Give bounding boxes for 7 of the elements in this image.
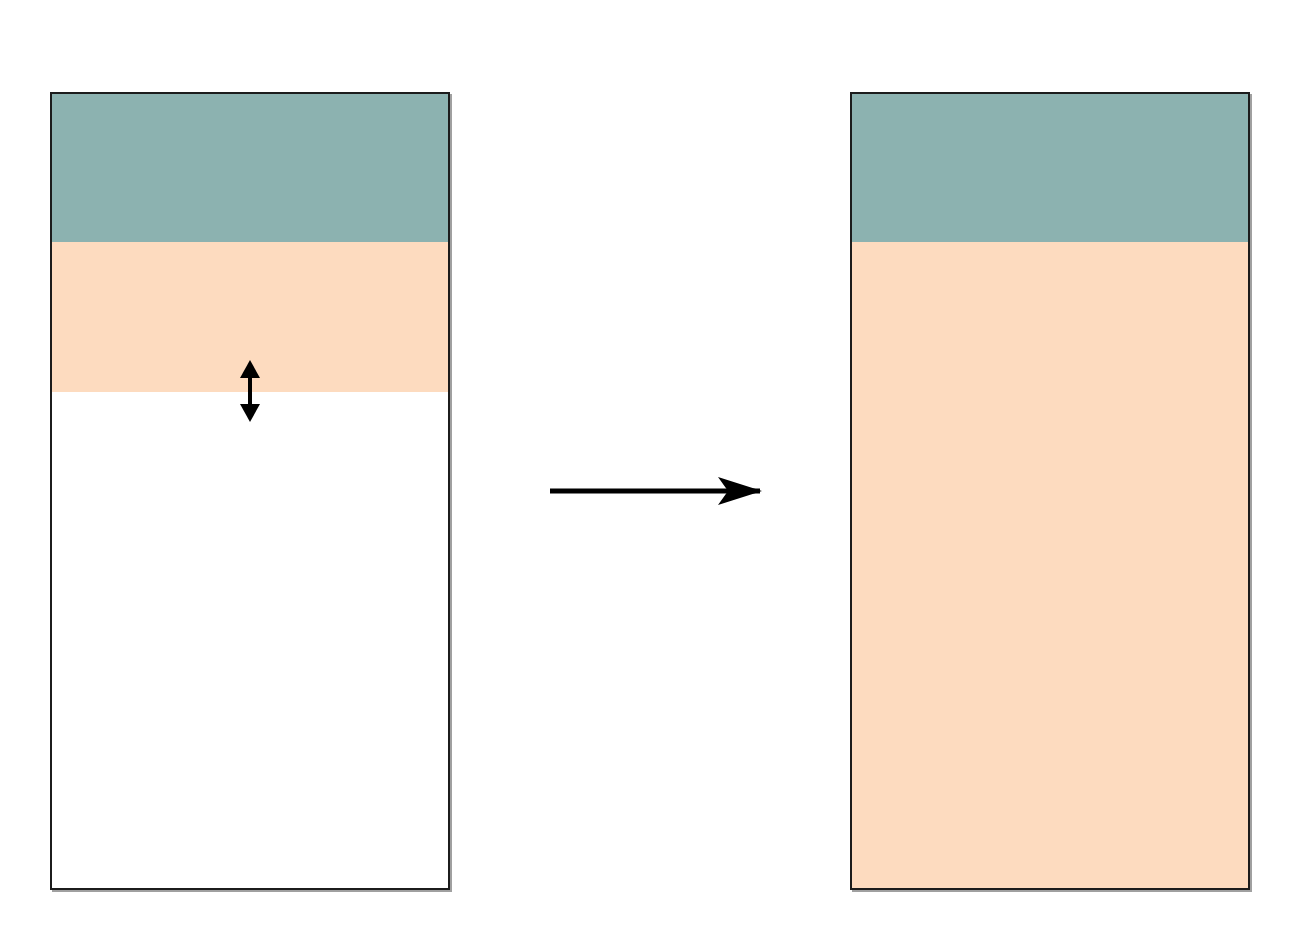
container-box [850,92,1250,890]
header-band [852,94,1248,242]
container-box [50,92,450,890]
header-band [52,94,448,242]
arrow [550,477,762,505]
content-band [52,242,448,392]
content-band [852,242,1248,888]
